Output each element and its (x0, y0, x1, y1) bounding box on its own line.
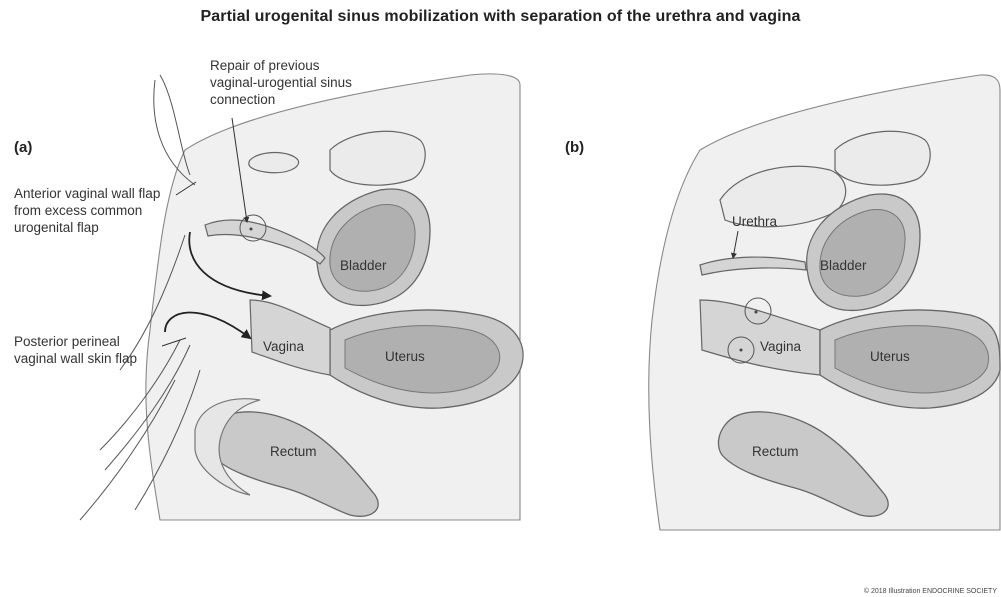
panel-a: (a) Repair of previous vaginal-urogentia… (14, 58, 523, 520)
repair-dot-b-lower (740, 349, 743, 352)
vagina-label-b: Vagina (760, 339, 802, 354)
skin-flap-line-1 (160, 75, 190, 175)
repair-dot-a (250, 228, 253, 231)
copyright-notice: © 2018 Illustration ENDOCRINE SOCIETY (864, 587, 997, 595)
repair-annotation-line-2: vaginal-urogential sinus (210, 75, 352, 90)
rectum-label-a: Rectum (270, 444, 317, 459)
uterus-label-a: Uterus (385, 349, 425, 364)
vagina-label-a: Vagina (263, 339, 305, 354)
bladder-label-b: Bladder (820, 258, 867, 273)
panel-a-label: (a) (14, 139, 32, 156)
rectum-label-b: Rectum (752, 444, 799, 459)
anterior-flap-annotation-line-2: from excess common (14, 203, 142, 218)
posterior-flap-annotation-line-1: Posterior perineal (14, 334, 120, 349)
repair-annotation-line-3: connection (210, 92, 275, 107)
repair-annotation-line-1: Repair of previous (210, 58, 320, 73)
anterior-flap-annotation-line-1: Anterior vaginal wall flap (14, 186, 160, 201)
urethra-label-b: Urethra (732, 214, 778, 229)
anterior-flap-annotation-line-3: urogenital flap (14, 220, 99, 235)
repair-dot-b-upper (755, 311, 758, 314)
panel-b: (b) Urethra Bladder Vagina Uterus Rectum (565, 75, 1000, 530)
panel-b-label: (b) (565, 139, 584, 156)
posterior-flap-annotation-line-2: vaginal wall skin flap (14, 351, 137, 366)
pubic-bone-a (249, 153, 299, 173)
uterus-label-b: Uterus (870, 349, 910, 364)
bladder-label-a: Bladder (340, 258, 387, 273)
